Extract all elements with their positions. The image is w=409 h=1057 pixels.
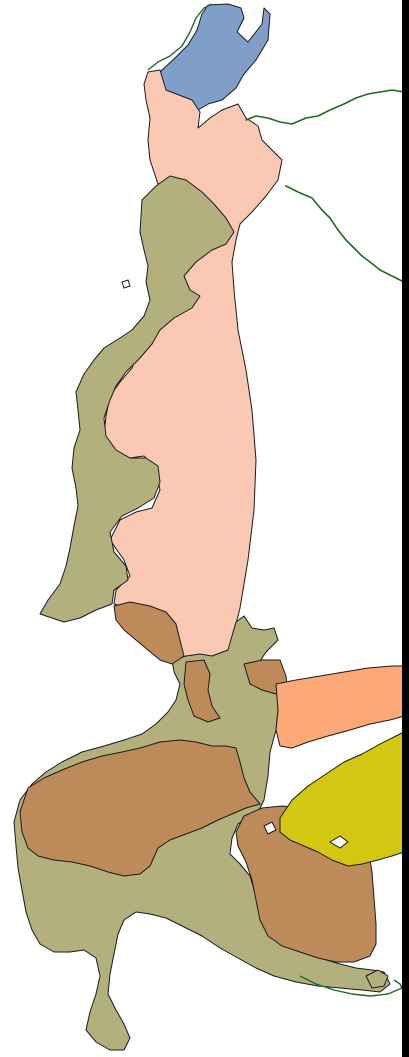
island-white-1: [329, 835, 349, 849]
river-coast-south: [299, 975, 403, 997]
river-coast-north: [147, 3, 213, 71]
region-brown-isthmus[interactable]: [113, 601, 185, 665]
island-white-2: [263, 821, 277, 835]
region-brown-neck[interactable]: [183, 659, 221, 723]
river-north: [245, 89, 405, 125]
region-yellow-east[interactable]: [279, 731, 405, 867]
region-orange-east[interactable]: [275, 665, 405, 749]
island-west-small: [121, 279, 131, 289]
islet-olive-se: [365, 969, 389, 989]
region-olive-coastal[interactable]: [39, 175, 235, 623]
river-north-branch: [285, 185, 405, 283]
region-brown-southwest[interactable]: [19, 739, 261, 877]
map-frame-right: [402, 0, 409, 1057]
